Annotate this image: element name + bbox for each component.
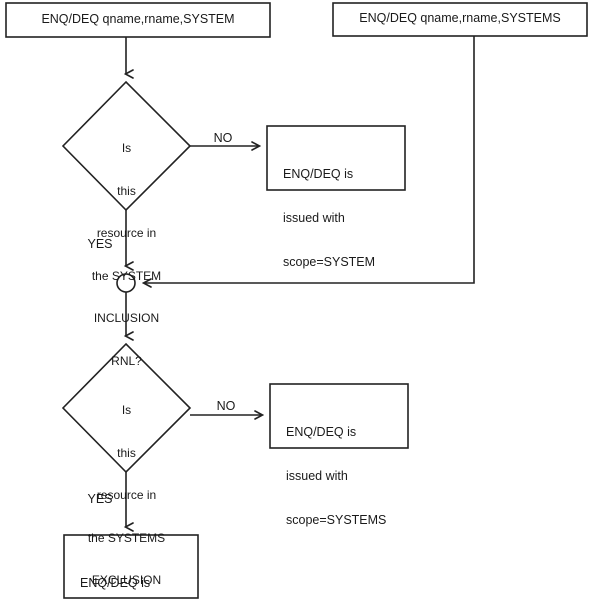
result-systems-no-line-2: issued with [286, 468, 348, 483]
decision-inclusion-line-1: Is [121, 141, 132, 156]
result-system-no-line-1: ENQ/DEQ is [283, 166, 354, 181]
decision-exclusion-line-5: EXCLUSION [91, 573, 162, 588]
edge-label-exclusion-yes: YES [87, 492, 113, 506]
decision-exclusion-line-3: resource in [96, 488, 157, 503]
result-systems-no-line-3: scope=SYSTEMS [286, 513, 387, 527]
result-system-no-line-2: issued with [283, 210, 345, 225]
decision-inclusion-line-6: RNL? [111, 353, 142, 368]
decision-exclusion-line-4: the SYSTEMS [87, 530, 166, 545]
result-system-no-label: ENQ/DEQ is issued with scope=SYSTEM [283, 137, 403, 299]
decision-exclusion-line-1: Is [121, 403, 132, 418]
edge-label-inclusion-yes: YES [87, 237, 113, 251]
node-start-systems [332, 2, 588, 37]
node-result-system-yes [63, 534, 199, 599]
decision-inclusion-line-5: INCLUSION [93, 311, 160, 326]
decision-exclusion-label: Is this resource in the SYSTEMS EXCLUSIO… [63, 375, 190, 603]
result-systems-no-line-1: ENQ/DEQ is [286, 424, 357, 439]
result-systems-no-label: ENQ/DEQ is issued with scope=SYSTEMS [286, 395, 406, 557]
start-system-label: ENQ/DEQ qname,rname,SYSTEM [41, 12, 235, 26]
node-result-systems-no [269, 383, 409, 449]
result-system-no-line-3: scope=SYSTEM [283, 255, 376, 269]
decision-inclusion-line-3: resource in [96, 226, 157, 241]
decision-exclusion-line-2: this [117, 445, 136, 460]
edge-label-inclusion-no: NO [213, 131, 233, 145]
node-start-system [5, 2, 271, 38]
decision-inclusion-label: Is this resource in the SYSTEM INCLUSION… [63, 113, 190, 396]
edge-start-systems-to-junction [144, 36, 475, 283]
decision-inclusion-line-4: the SYSTEM [91, 268, 162, 283]
edge-label-exclusion-no: NO [216, 399, 236, 413]
decision-inclusion-line-2: this [117, 183, 136, 198]
node-result-system-no [266, 125, 406, 191]
result-system-yes-line-1: ENQ/DEQ is [80, 575, 151, 590]
result-system-yes-label: ENQ/DEQ is issued with scope=SYSTEM [80, 546, 200, 603]
start-systems-label: ENQ/DEQ qname,rname,SYSTEMS [359, 11, 561, 25]
